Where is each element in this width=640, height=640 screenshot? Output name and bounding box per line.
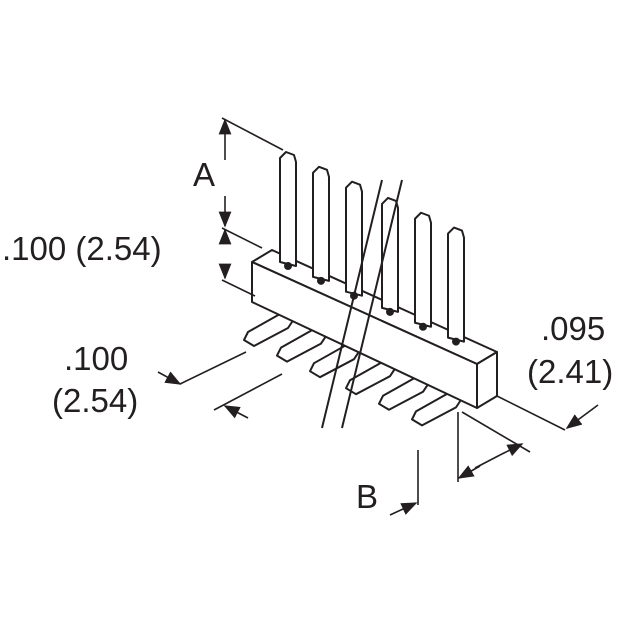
break-line bbox=[341, 179, 403, 429]
pin bbox=[447, 226, 465, 346]
pitch-left-in-label: .100 bbox=[64, 340, 129, 377]
pin bbox=[381, 196, 399, 316]
dim-a-label: A bbox=[193, 156, 216, 193]
dim-b-label: B bbox=[356, 478, 379, 515]
pitch-top-label: .100 (2.54) bbox=[2, 230, 162, 267]
pin bbox=[279, 151, 297, 270]
pin bbox=[414, 211, 432, 331]
pin bbox=[312, 165, 330, 285]
dimension-lines bbox=[157, 117, 599, 516]
pitch-left-mm-label: (2.54) bbox=[52, 382, 139, 419]
width-mm-label: (2.41) bbox=[527, 353, 614, 390]
pin bbox=[345, 180, 363, 300]
break-line bbox=[321, 179, 383, 429]
pins bbox=[279, 151, 465, 346]
width-in-label: .095 bbox=[541, 310, 606, 347]
